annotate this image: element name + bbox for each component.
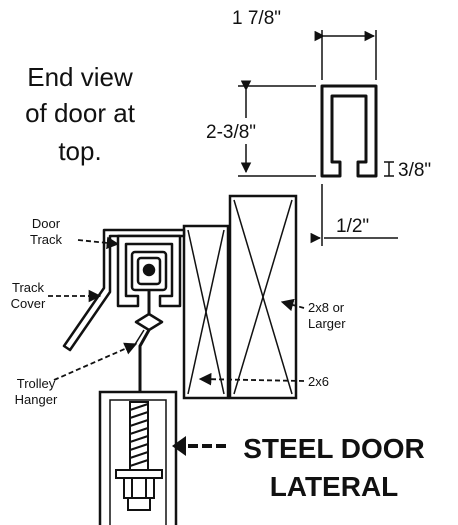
callout-header-2: Larger <box>308 316 346 331</box>
door-track <box>62 228 186 352</box>
title-line-2: of door at <box>25 98 136 128</box>
footer-line-2: LATERAL <box>270 471 399 502</box>
callout-leaders <box>48 236 305 386</box>
callout-trolley-hanger-2: Hanger <box>15 392 58 407</box>
footer-line-1: STEEL DOOR <box>243 433 425 464</box>
track-height-label: 2-3/8" <box>206 122 256 143</box>
track-width-dimension <box>314 30 377 80</box>
lip-offset-label: 1/2" <box>336 216 369 237</box>
lateral-arrow <box>172 436 226 456</box>
callout-trolley-hanger-1: Trolley <box>17 376 56 391</box>
callout-door-track-2: Track <box>30 232 63 247</box>
title-line-3: top. <box>58 136 101 166</box>
callout-header-1: 2x8 or <box>308 300 345 315</box>
lip-offset-dimension <box>310 184 398 246</box>
track-width-label: 1 7/8" <box>232 8 281 29</box>
lip-height-dimension <box>384 161 394 177</box>
callout-door-track-1: Door <box>32 216 61 231</box>
track-profile <box>320 84 378 178</box>
title-line-1: End view <box>27 62 133 92</box>
lip-height-label: 3/8" <box>398 160 431 181</box>
track-height-dimension <box>238 80 316 177</box>
callout-track-cover-2: Cover <box>11 296 46 311</box>
stud-2x6 <box>182 224 230 400</box>
threaded-bolt <box>115 401 163 511</box>
callout-track-cover-1: Track <box>12 280 45 295</box>
header-2x8 <box>228 194 298 400</box>
callout-stud: 2x6 <box>308 374 329 389</box>
